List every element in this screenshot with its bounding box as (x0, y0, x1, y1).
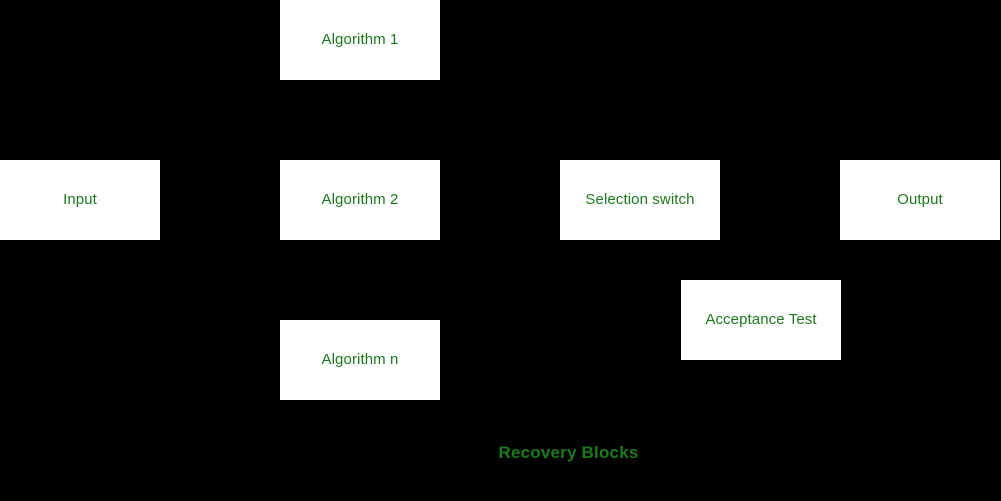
node-selection-switch-label: Selection switch (585, 191, 695, 208)
node-output[interactable]: Output (840, 160, 1000, 240)
node-algorithm-1-label: Algorithm 1 (321, 31, 399, 48)
node-algorithm-n[interactable]: Algorithm n (280, 320, 440, 400)
node-acceptance-test-label: Acceptance Test (705, 311, 817, 328)
node-output-label: Output (897, 191, 943, 208)
node-selection-switch[interactable]: Selection switch (560, 160, 720, 240)
node-input-label: Input (63, 191, 97, 208)
node-algorithm-1[interactable]: Algorithm 1 (280, 0, 440, 80)
node-acceptance-test[interactable]: Acceptance Test (681, 280, 841, 360)
node-input[interactable]: Input (0, 160, 160, 240)
node-algorithm-n-label: Algorithm n (321, 351, 399, 368)
diagram-caption: Recovery Blocks (498, 443, 639, 462)
node-algorithm-2[interactable]: Algorithm 2 (280, 160, 440, 240)
node-algorithm-2-label: Algorithm 2 (321, 191, 399, 208)
